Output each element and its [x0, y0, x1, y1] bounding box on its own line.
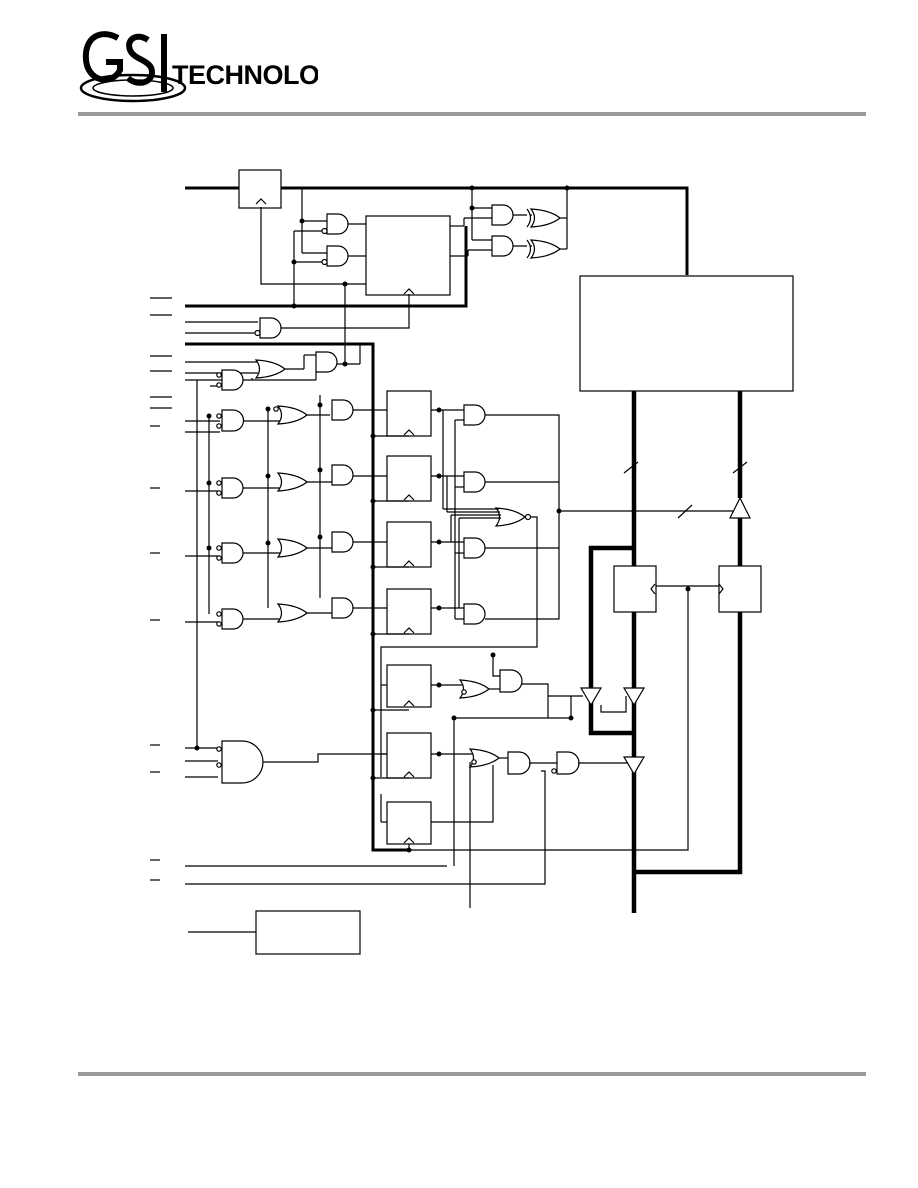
or-gate: [276, 405, 308, 425]
logo-text: TECHNOLOGY: [172, 60, 318, 90]
or-gate: [458, 679, 490, 699]
register-box: [386, 521, 432, 568]
and-gate: [221, 740, 264, 784]
and-gate: [463, 404, 486, 426]
register-box: [386, 664, 432, 708]
register-box: [386, 801, 432, 845]
xor-gate: [529, 239, 561, 259]
control-section: [150, 342, 735, 955]
register-box: [386, 732, 432, 779]
buffer-triangle: [622, 756, 646, 776]
and-gate: [556, 751, 580, 775]
and-gate: [315, 351, 338, 373]
or-gate: [276, 603, 308, 623]
control-logic-box: [365, 215, 451, 296]
chain-3: [185, 521, 432, 568]
chain-1: [185, 390, 432, 437]
or-gate: [494, 507, 526, 527]
and-gate: [326, 213, 349, 235]
and-gate: [491, 204, 514, 226]
chain-2: [185, 455, 432, 502]
buffer-triangle: [729, 496, 751, 519]
data-path: [409, 391, 762, 913]
or-gate: [276, 538, 308, 558]
register-box: [386, 588, 432, 635]
and-gate: [326, 245, 349, 267]
chain-4: [185, 588, 432, 635]
and-gate: [221, 409, 245, 432]
and-gate: [221, 542, 244, 564]
gsi-technology-logo-icon: TECHNOLOGY: [79, 31, 318, 103]
memory-array-box: [579, 275, 794, 392]
or-gate: [276, 472, 308, 492]
and-gate: [499, 669, 523, 693]
input-register-box: [238, 169, 282, 209]
or-gate: [468, 748, 500, 768]
and-gate: [331, 597, 354, 619]
reference-box: [255, 910, 361, 955]
and-gate: [507, 751, 531, 775]
or-gate: [254, 359, 286, 379]
and-gate: [221, 477, 244, 499]
buffer-triangle: [622, 687, 646, 707]
top-section: [150, 169, 689, 364]
and-gate: [463, 537, 486, 559]
and-gate: [221, 608, 244, 630]
buffer-triangle: [579, 687, 603, 707]
register-box: [386, 455, 432, 502]
and-gate: [331, 531, 354, 553]
register-box: [613, 565, 657, 613]
header-rule: [78, 112, 866, 116]
and-gate: [463, 471, 486, 493]
and-gate: [221, 369, 244, 391]
footer-rule: [78, 1072, 866, 1076]
and-gate: [331, 464, 354, 486]
register-box: [718, 565, 762, 613]
and-gate: [331, 399, 354, 421]
and-gate: [463, 603, 486, 625]
and-gate: [491, 235, 514, 257]
and-gate: [259, 317, 282, 339]
xor-gate: [529, 208, 561, 228]
